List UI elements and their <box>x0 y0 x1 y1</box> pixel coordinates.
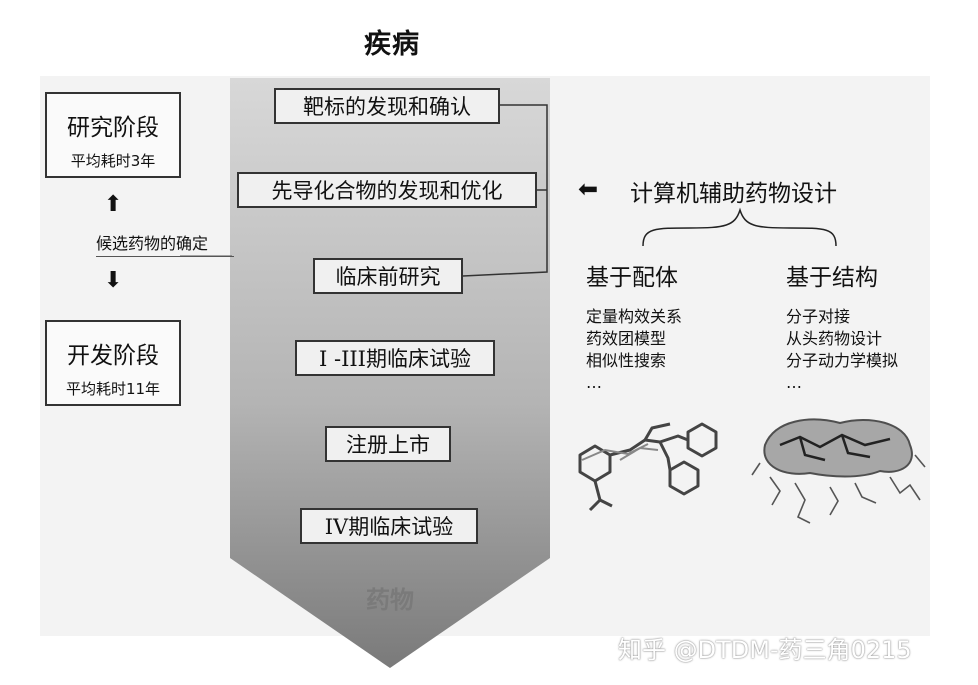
ligand-molecule-icon <box>578 422 718 512</box>
left-arrow-icon: ⬅ <box>578 175 599 203</box>
research-phase-box: 研究阶段 平均耗时3年 <box>45 92 181 178</box>
development-phase-box: 开发阶段 平均耗时11年 <box>45 320 181 406</box>
development-phase-title: 开发阶段 <box>67 343 159 369</box>
step-lead-optimization: 先导化合物的发现和优化 <box>237 172 537 208</box>
structure-based-title: 基于结构 <box>786 265 878 291</box>
step-preclinical: 临床前研究 <box>313 258 463 294</box>
step-clinical-trials: I -III期临床试验 <box>295 340 495 376</box>
development-phase-duration: 平均耗时11年 <box>65 380 161 398</box>
research-phase-title: 研究阶段 <box>67 115 159 141</box>
drug-output-label: 药物 <box>366 586 414 614</box>
ligand-method-qsar: 定量构效关系 <box>586 307 683 326</box>
up-arrow-icon: ⬆ <box>104 192 123 217</box>
step-registration: 注册上市 <box>325 426 451 462</box>
down-arrow-icon: ⬇ <box>104 268 123 293</box>
ligand-method-pharmacophore: 药效团模型 <box>586 329 667 348</box>
milestone-divider <box>96 256 234 257</box>
structure-method-denovo: 从头药物设计 <box>786 329 883 348</box>
cadd-title: 计算机辅助药物设计 <box>630 181 837 207</box>
ligand-method-similarity: 相似性搜索 <box>586 351 667 370</box>
protein-pocket-icon <box>751 418 926 524</box>
ligand-method-ellipsis: … <box>586 373 602 392</box>
diagram-title: 疾病 <box>364 29 420 60</box>
structure-method-docking: 分子对接 <box>786 307 851 326</box>
step-phase-iv: IV期临床试验 <box>300 508 478 544</box>
candidate-drug-milestone: 候选药物的确定 <box>96 234 209 253</box>
watermark: 知乎 @DTDM-药三角0215 <box>618 636 912 664</box>
structure-method-md: 分子动力学模拟 <box>786 351 899 370</box>
research-phase-duration: 平均耗时3年 <box>70 152 156 170</box>
step-target-discovery: 靶标的发现和确认 <box>274 88 500 124</box>
structure-method-ellipsis: … <box>786 373 802 392</box>
ligand-based-title: 基于配体 <box>586 265 678 291</box>
